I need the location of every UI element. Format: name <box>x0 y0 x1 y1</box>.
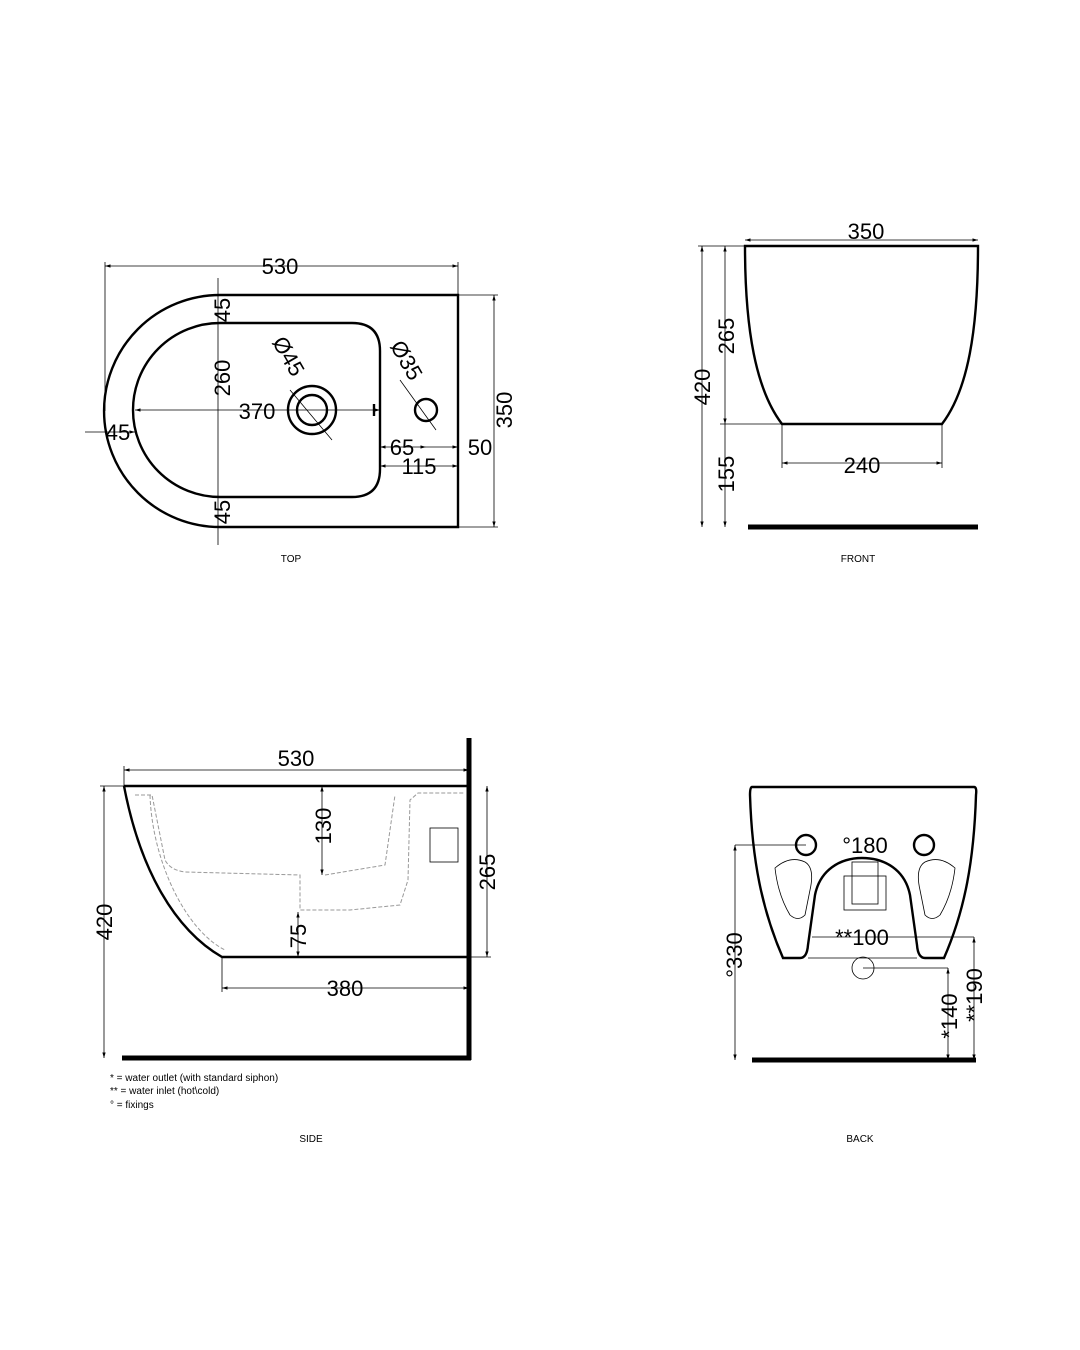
view-label-side: SIDE <box>299 1134 323 1145</box>
dim-front-bowl-height: 265 <box>714 318 739 355</box>
dim-65: 65 <box>390 435 414 460</box>
dim-side-base-length: 380 <box>327 976 364 1001</box>
dim-tap-hole: Ø35 <box>385 336 427 385</box>
dim-back-outlet-height: *140 <box>937 993 962 1038</box>
top-view: 530 350 45 260 45 370 45 Ø45 Ø35 65 115 … <box>85 254 517 565</box>
dim-side-length: 530 <box>278 746 315 771</box>
view-label-front: FRONT <box>841 554 875 565</box>
dim-top-rim: 45 <box>210 298 235 322</box>
front-view: 350 420 265 155 240 FRONT <box>690 219 980 565</box>
side-inner-channel <box>135 792 465 951</box>
legend-outlet: * = water outlet (with standard siphon) <box>110 1073 278 1084</box>
view-label-top: TOP <box>281 554 302 565</box>
dim-drain: Ø45 <box>267 332 309 381</box>
dim-top-width: 350 <box>492 392 517 429</box>
back-outline <box>748 785 978 960</box>
dim-top-length: 530 <box>262 254 299 279</box>
legend-inlet: ** = water inlet (hot\cold) <box>110 1086 219 1097</box>
dim-top-rim-left: 45 <box>106 420 130 445</box>
dim-back-inlet-spacing: **100 <box>835 925 889 950</box>
fixing-hole-right <box>912 833 936 857</box>
dim-top-bowl-width: 260 <box>210 360 235 397</box>
front-outline <box>743 244 980 426</box>
back-outlet-body <box>851 861 879 905</box>
dim-top-rim-bottom: 45 <box>210 500 235 524</box>
dim-front-base-height: 155 <box>714 456 739 493</box>
dim-115: 115 <box>401 454 436 479</box>
dim-side-body-height: 265 <box>475 854 500 891</box>
dim-front-width: 350 <box>848 219 885 244</box>
dim-back-fixing-height: °330 <box>722 932 747 978</box>
side-fixing <box>429 827 459 863</box>
kidney-left <box>774 859 813 919</box>
tap-hole <box>413 397 439 423</box>
dim-front-height: 420 <box>690 369 715 406</box>
dim-top-bowl-length: 370 <box>239 399 276 424</box>
dim-front-base-width: 240 <box>844 453 881 478</box>
top-outline <box>102 293 460 529</box>
side-outline <box>122 784 467 959</box>
legend-fixings: ° = fixings <box>110 1100 154 1111</box>
back-outlet-frame <box>843 875 887 911</box>
side-view: 530 420 265 130 75 380 * = water outlet … <box>92 738 500 1145</box>
dim-side-outlet: 75 <box>286 924 311 948</box>
dim-side-depth: 130 <box>311 808 336 845</box>
dim-side-height: 420 <box>92 904 117 941</box>
dim-50: 50 <box>468 435 492 460</box>
kidney-right <box>917 859 956 919</box>
view-label-back: BACK <box>846 1134 874 1145</box>
top-bowl <box>131 321 382 499</box>
dim-back-inlet-height: **190 <box>962 968 987 1022</box>
dim-back-fixing-spacing: °180 <box>842 833 888 858</box>
back-view: °180 **100 °330 *140 **190 BACK <box>722 785 987 1145</box>
